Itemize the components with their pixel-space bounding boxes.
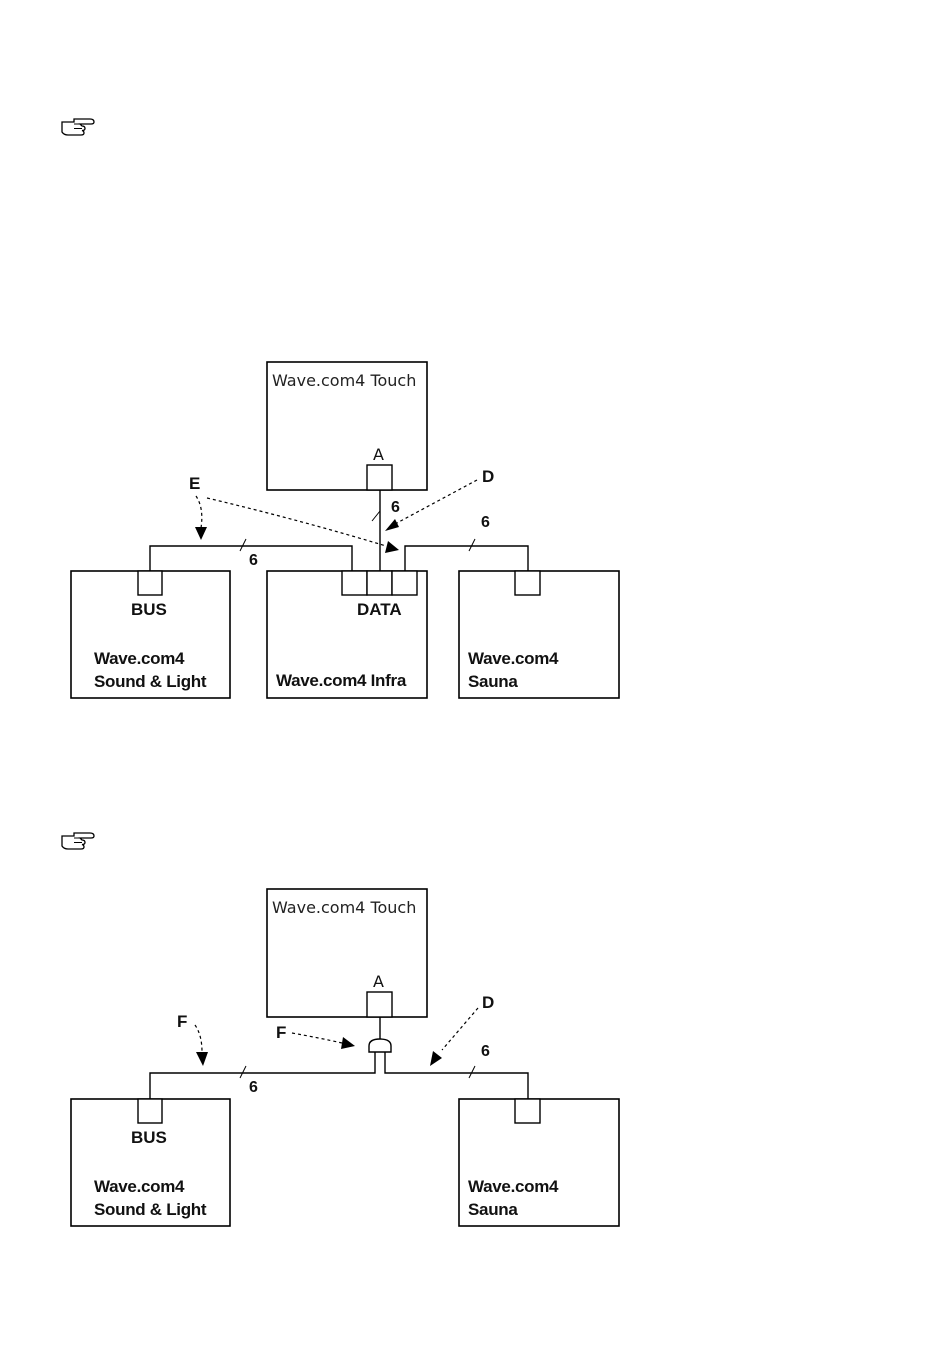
pointing-hand-icon bbox=[62, 833, 94, 849]
cable-splitter-to-bus bbox=[150, 1052, 375, 1099]
bus-label: BUS bbox=[131, 1128, 167, 1147]
callout-f-label: F bbox=[177, 1012, 187, 1031]
sound-light-name-line1: Wave.com4 bbox=[94, 1177, 185, 1196]
port-a-label: A bbox=[373, 445, 384, 464]
sauna-port bbox=[515, 571, 540, 595]
callout-f-line-1 bbox=[195, 1025, 202, 1052]
bus-label: BUS bbox=[131, 600, 167, 619]
callout-f-label: F bbox=[276, 1023, 286, 1042]
cable-tick bbox=[469, 539, 475, 551]
cable-count-label: 6 bbox=[391, 499, 400, 516]
port-a-label: A bbox=[373, 972, 384, 991]
sauna-name-line2: Sauna bbox=[468, 672, 518, 691]
cable-tick bbox=[469, 1066, 475, 1078]
callout-d-label: D bbox=[482, 993, 494, 1012]
callout-d-label: D bbox=[482, 467, 494, 486]
sound-light-name-line2: Sound & Light bbox=[94, 1200, 207, 1219]
data-label: DATA bbox=[357, 600, 402, 619]
cable-splitter-to-sauna bbox=[385, 1052, 528, 1099]
diagram-1: Wave.com4 Touch A 6 6 6 D E bbox=[71, 362, 619, 698]
infra-name: Wave.com4 Infra bbox=[276, 671, 407, 690]
port-a bbox=[367, 465, 392, 490]
touch-unit-label: Wave.com4 Touch bbox=[272, 371, 416, 390]
cable-count-label: 6 bbox=[481, 514, 490, 531]
sauna-name-line1: Wave.com4 bbox=[468, 1177, 559, 1196]
cable-data-to-sauna bbox=[405, 546, 528, 571]
callout-f-arrowhead-2 bbox=[341, 1037, 355, 1049]
pointing-hand-icon bbox=[62, 119, 94, 135]
callout-e-arrowhead-1 bbox=[195, 527, 207, 540]
port-a bbox=[367, 992, 392, 1017]
sauna-name-line2: Sauna bbox=[468, 1200, 518, 1219]
splitter-connector bbox=[369, 1039, 391, 1052]
cable-tick bbox=[240, 1066, 246, 1078]
callout-e-line-2 bbox=[207, 498, 386, 546]
sauna-port bbox=[515, 1099, 540, 1123]
callout-f-arrowhead-1 bbox=[196, 1052, 208, 1066]
sound-light-name-line2: Sound & Light bbox=[94, 672, 207, 691]
data-port-3 bbox=[392, 571, 417, 595]
cable-count-label: 6 bbox=[249, 552, 258, 569]
bus-port bbox=[138, 571, 162, 595]
bus-port bbox=[138, 1099, 162, 1123]
data-port-1 bbox=[342, 571, 367, 595]
callout-d-line bbox=[442, 1008, 478, 1050]
diagram-2: Wave.com4 Touch A 6 6 D F F BUS Wave.com… bbox=[71, 889, 619, 1226]
data-port-2 bbox=[367, 571, 392, 595]
callout-d-arrowhead bbox=[430, 1051, 442, 1066]
sound-light-name-line1: Wave.com4 bbox=[94, 649, 185, 668]
touch-unit-label: Wave.com4 Touch bbox=[272, 898, 416, 917]
callout-e-label: E bbox=[189, 474, 200, 493]
cable-tick bbox=[240, 539, 246, 551]
callout-e-arrowhead-2 bbox=[385, 541, 399, 553]
cable-tick bbox=[372, 511, 380, 521]
cable-count-label: 6 bbox=[249, 1079, 258, 1096]
callout-d-arrowhead bbox=[385, 519, 399, 531]
callout-e-line-1 bbox=[196, 496, 202, 528]
sauna-name-line1: Wave.com4 bbox=[468, 649, 559, 668]
callout-f-line-2 bbox=[292, 1033, 342, 1043]
cable-count-label: 6 bbox=[481, 1043, 490, 1060]
